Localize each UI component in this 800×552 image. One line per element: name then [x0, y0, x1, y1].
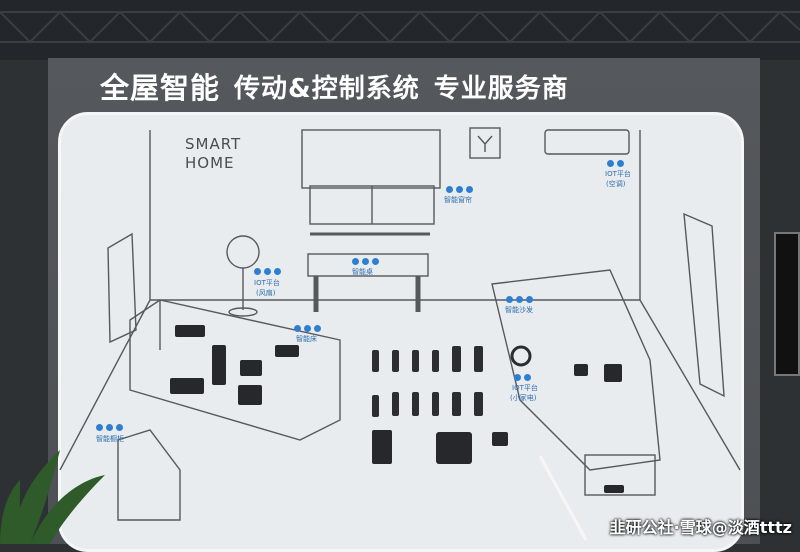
remote-controls: [372, 346, 483, 417]
hub-device: [238, 385, 262, 405]
label-iot-mini-sub: (小家电): [510, 394, 537, 402]
left-tv-panel: [107, 232, 137, 344]
mini-appliance-icons: [514, 374, 531, 381]
motor-device: [275, 345, 299, 357]
display-cable: [538, 455, 588, 541]
air-conditioner: [544, 129, 630, 155]
linear-actuator-device: [372, 430, 392, 464]
fan-head: [226, 235, 260, 269]
left-floor-perspective: [59, 299, 151, 471]
cabinet-outline: [117, 429, 181, 521]
ceiling-truss: [0, 0, 800, 60]
label-smart-cabinet: 智能橱柜: [96, 435, 124, 443]
cabinet-icons: [96, 424, 123, 431]
controller-device: [212, 345, 226, 385]
truss-lines: [0, 10, 800, 44]
ottoman-remote-device: [604, 485, 624, 493]
label-smart-sofa: 智能沙发: [505, 306, 533, 314]
ac-icons: [607, 160, 624, 167]
label-iot-fan: IOT平台: [254, 279, 280, 287]
recliner-motor-device: [604, 364, 622, 382]
label-smart-bed: 智能床: [296, 335, 317, 343]
headline: 全屋智能 传动&控制系统 专业服务商: [100, 64, 720, 108]
plant-foliage: [0, 450, 105, 544]
label-iot-mini: IOT平台: [512, 384, 538, 392]
brand-logo-box: [469, 127, 501, 159]
headline-part1: 全屋智能: [100, 71, 221, 105]
label-smart-table: 智能桌: [352, 268, 373, 276]
headline-part3: 专业服务商: [433, 73, 569, 104]
fan-icons: [254, 268, 281, 275]
sofa-switch-device: [574, 364, 588, 376]
label-iot-fan-sub: (风扇): [256, 289, 276, 297]
label-iot-ac-sub: (空调): [606, 180, 626, 188]
label-iot-ac: IOT平台: [605, 170, 631, 178]
right-tv-panel: [683, 212, 725, 398]
central-control-box: [436, 432, 472, 464]
actuator-device: [175, 325, 205, 337]
battery-device: [170, 378, 204, 394]
headline-part2: 传动&控制系统: [234, 73, 420, 104]
sofa-icons: [506, 296, 533, 303]
curtain-icons: [446, 186, 473, 193]
sofa-outline: [491, 269, 661, 471]
fan-base: [228, 307, 258, 317]
smart-home-text: SMART HOME: [185, 135, 241, 173]
bed-frame: [129, 299, 341, 441]
side-screen: [774, 232, 800, 376]
desk-top: [307, 253, 429, 277]
ring-device: [510, 345, 532, 367]
blinds-outline: [301, 129, 441, 189]
bed-icons: [294, 325, 321, 332]
home-word: HOME: [185, 154, 235, 172]
small-sensor-device: [492, 432, 508, 446]
y-logo-icon: [477, 135, 493, 152]
watermark: 韭研公社·雪球@淡酒tttz: [609, 518, 792, 537]
smart-word: SMART: [185, 135, 242, 153]
control-box-device: [240, 360, 262, 376]
ottoman-outline: [584, 454, 656, 496]
right-floor-perspective: [639, 299, 741, 471]
table-icons: [352, 258, 379, 265]
label-curtain: 智能窗帘: [444, 196, 472, 204]
